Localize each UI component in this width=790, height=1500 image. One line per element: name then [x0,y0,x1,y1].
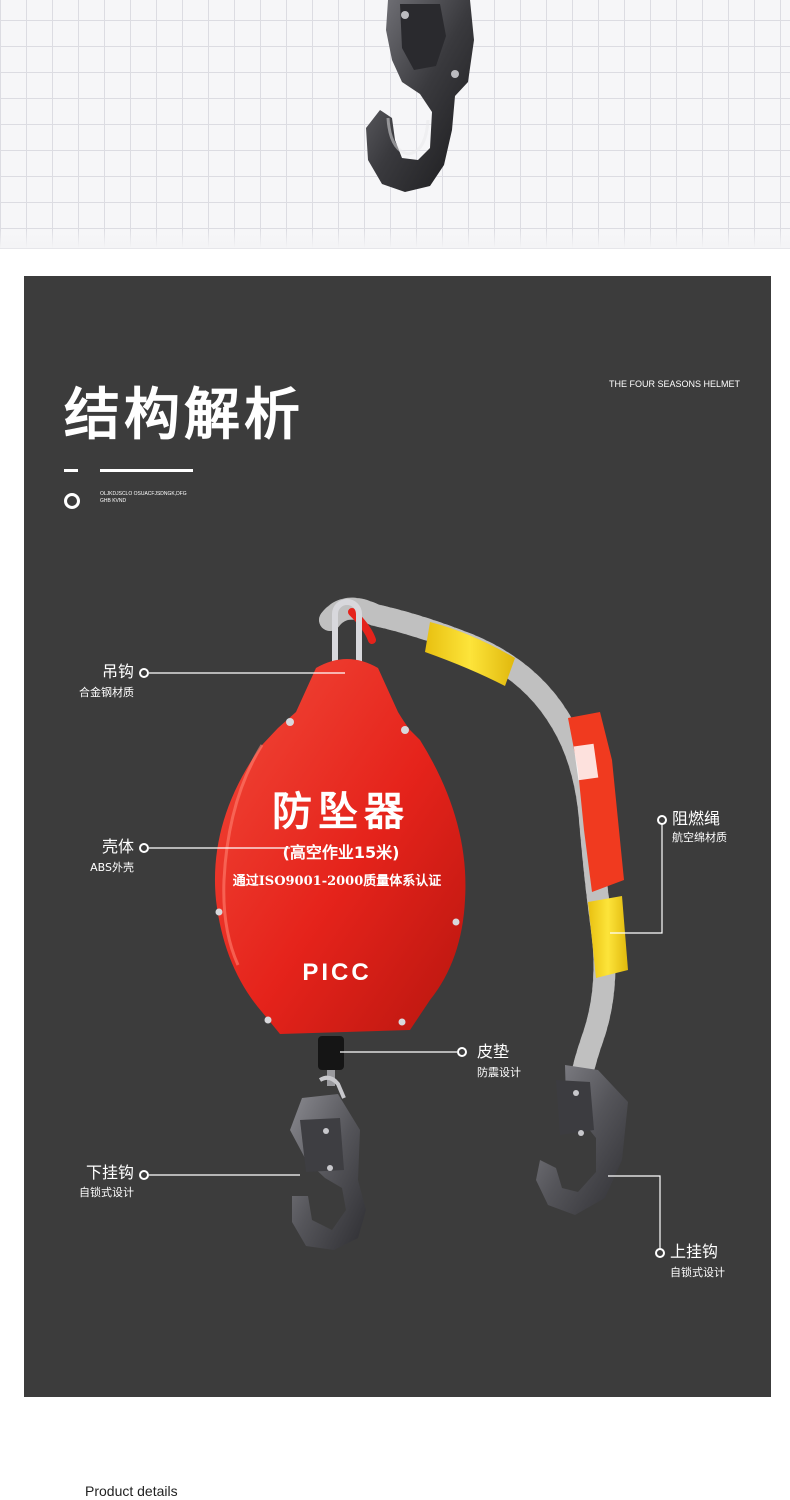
yellow-sleeve-upper [425,622,515,686]
callout-lower-hook-title: 下挂钩 [85,1163,134,1182]
section-title: 结构解析 [64,383,304,448]
callout-upper-hook-title: 上挂钩 [670,1242,719,1261]
red-sleeve [568,712,624,892]
top-hook-photo [0,0,790,249]
callout-rope-title: 阻燃绳 [672,809,721,828]
callout-shell-title: 壳体 [101,837,134,856]
upper-snap-hook [536,1065,628,1215]
callout-pad-sub: 防震设计 [477,1066,521,1079]
callout-pad-title: 皮垫 [477,1042,510,1061]
section-tagline: THE FOUR SEASONS HELMET [608,379,740,389]
callout-upper-hook-sub: 自锁式设计 [670,1266,725,1279]
yellow-sleeve-lower [588,896,628,978]
device-cert-text: 通过ISO9001-2000质量体系认证 [233,873,442,889]
callout-hook-sub: 合金钢材质 [79,686,134,699]
callout-dots [139,668,667,1258]
callout-hook-title: 吊钩 [101,662,134,681]
device-housing: 防坠器 (高空作业15米) 通过ISO9001-2000质量体系认证 PICC [214,659,466,1034]
decor-ring-icon [64,493,80,509]
product-details-caption: Product details [85,1483,178,1499]
device-brand-text: PICC [302,959,371,986]
lower-snap-hook [290,1075,366,1250]
device-subtitle-text: (高空作业15米) [283,843,400,862]
decor-dash-long [100,469,193,472]
callout-rope-sub: 航空绵材质 [672,831,727,844]
callout-shell-sub: ABS外壳 [90,861,134,874]
callout-lower-hook-sub: 自锁式设计 [79,1186,134,1199]
snap-hook-illustration [366,0,474,192]
device-name-text: 防坠器 [272,788,410,835]
decor-dash-short [64,469,78,472]
callout-lines [149,672,663,1250]
decor-code-text: OLJKDJSCLO OSUACFJSDNGK,DFGGHB KVND [100,491,187,504]
